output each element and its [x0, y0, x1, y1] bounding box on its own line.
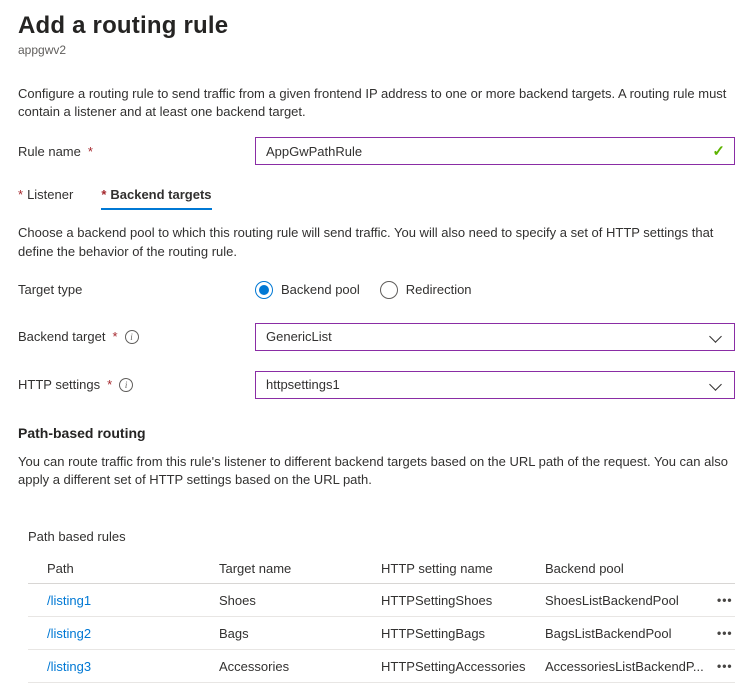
page-title: Add a routing rule [18, 12, 229, 39]
backend-target-control: GenericList [255, 322, 735, 351]
backend-target-label: Backend target * i [18, 329, 255, 344]
info-icon[interactable]: i [124, 329, 139, 344]
path-based-rules-table: Path Target name HTTP setting name Backe… [28, 554, 737, 684]
target-name-cell: Accessories [219, 658, 290, 674]
more-options-icon[interactable]: ••• [713, 591, 737, 609]
more-options-icon[interactable]: ••• [713, 657, 737, 675]
radio-backend-pool-label: Backend pool [281, 282, 360, 298]
tab-listener[interactable]: *Listener [18, 187, 73, 210]
radio-backend-pool[interactable]: Backend pool [255, 280, 360, 299]
chevron-down-icon [709, 329, 722, 343]
target-type-label-text: Target type [18, 282, 83, 298]
column-header-http-setting-name: HTTP setting name [381, 561, 493, 577]
radio-redirection-label: Redirection [405, 282, 472, 298]
required-asterisk: * [107, 377, 113, 393]
rule-name-control: ✓ [255, 137, 735, 166]
column-header-target-name: Target name [219, 561, 292, 577]
http-settings-row: HTTP settings * i httpsettings1 [18, 370, 735, 399]
radio-unselected-icon[interactable] [379, 280, 398, 299]
tab-bar: *Listener *Backend targets [18, 187, 735, 211]
target-type-radio-group: Backend pool Redirection [255, 280, 472, 299]
rule-name-row: Rule name * ✓ [18, 137, 735, 166]
required-asterisk: * [112, 329, 118, 345]
backend-target-label-text: Backend target [18, 329, 106, 345]
http-setting-name-cell: HTTPSettingBags [381, 625, 486, 641]
backend-target-dropdown[interactable]: GenericList [255, 322, 735, 351]
http-setting-name-cell: HTTPSettingShoes [381, 592, 493, 608]
page-subtitle: appgwv2 [18, 43, 67, 57]
http-settings-value: httpsettings1 [266, 377, 340, 393]
info-icon[interactable]: i [119, 377, 134, 392]
http-settings-control: httpsettings1 [255, 370, 735, 399]
path-based-routing-description: You can route traffic from this rule's l… [18, 453, 728, 487]
path-link[interactable]: /listing1 [47, 592, 92, 608]
backend-pool-cell: BagsListBackendPool [545, 625, 672, 641]
more-options-icon[interactable]: ••• [713, 624, 737, 642]
tab-backend-targets-label: Backend targets [110, 187, 212, 203]
column-header-path: Path [47, 561, 74, 577]
path-based-routing-heading: Path-based routing [18, 424, 146, 441]
backend-pool-cell: AccessoriesListBackendP... [545, 658, 704, 674]
radio-redirection[interactable]: Redirection [379, 280, 472, 299]
http-settings-label: HTTP settings * i [18, 377, 255, 392]
intro-text: Configure a routing rule to send traffic… [18, 86, 727, 120]
tab-backend-targets[interactable]: *Backend targets [101, 187, 212, 211]
table-row: /listing1 Shoes HTTPSettingShoes ShoesLi… [28, 584, 737, 618]
table-row: /listing2 Bags HTTPSettingBags BagsListB… [28, 617, 737, 651]
table-row: /listing3 Accessories HTTPSettingAccesso… [28, 650, 737, 684]
http-settings-dropdown[interactable]: httpsettings1 [255, 370, 735, 399]
chevron-down-icon [709, 377, 722, 391]
required-asterisk: * [101, 187, 107, 203]
path-link[interactable]: /listing3 [47, 658, 92, 674]
table-header-row: Path Target name HTTP setting name Backe… [28, 554, 735, 585]
tab-listener-label: Listener [27, 187, 74, 203]
radio-selected-icon[interactable] [255, 280, 273, 299]
rule-name-input[interactable] [255, 137, 735, 166]
required-asterisk: * [87, 143, 93, 159]
column-header-backend-pool: Backend pool [545, 561, 624, 577]
rule-name-label-text: Rule name [18, 143, 81, 159]
required-asterisk: * [18, 187, 24, 203]
target-type-row: Target type Backend pool Redirection [18, 280, 735, 299]
http-setting-name-cell: HTTPSettingAccessories [381, 658, 526, 674]
target-type-label: Target type [18, 282, 255, 297]
backend-target-row: Backend target * i GenericList [18, 322, 735, 351]
http-settings-label-text: HTTP settings [18, 377, 101, 393]
checkmark-icon: ✓ [712, 143, 725, 161]
backend-pool-cell: ShoesListBackendPool [545, 592, 679, 608]
backend-target-value: GenericList [266, 329, 332, 345]
rule-name-label: Rule name * [18, 144, 255, 159]
path-based-rules-label: Path based rules [28, 529, 126, 545]
backend-targets-description: Choose a backend pool to which this rout… [18, 225, 714, 259]
path-link[interactable]: /listing2 [47, 625, 92, 641]
target-name-cell: Bags [219, 625, 249, 641]
target-name-cell: Shoes [219, 592, 256, 608]
